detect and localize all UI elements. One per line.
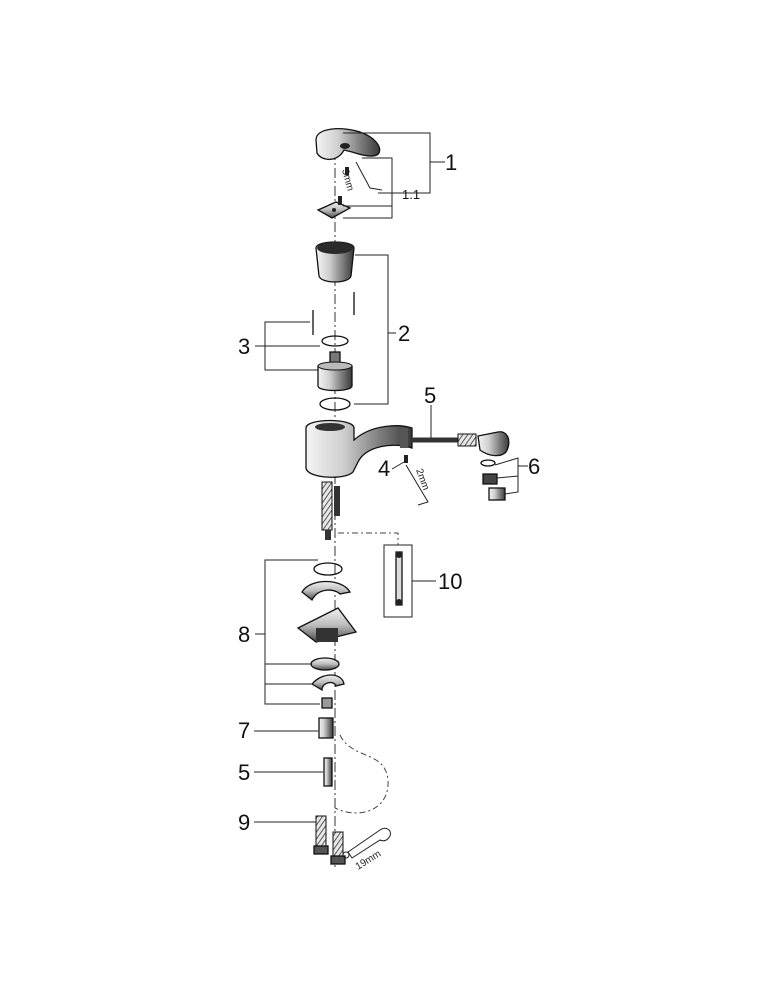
label-4: 4: [378, 456, 390, 481]
label-8: 8: [238, 622, 250, 647]
supply-hose-fitting: [321, 481, 340, 540]
tool-size-2mm: 2mm: [413, 467, 431, 492]
cartridge-cover: [315, 241, 355, 283]
label-6: 6: [528, 454, 540, 479]
label-1-1: 1.1: [402, 187, 420, 202]
o-ring-lower: [319, 397, 351, 411]
o-ring-upper: [321, 335, 349, 347]
stud-right: [330, 831, 346, 865]
leader-3: [255, 321, 320, 371]
wrench-19mm: [342, 827, 391, 859]
handle-screw: [345, 167, 349, 175]
hose-loop-path: [334, 734, 389, 814]
spout-hose: [410, 433, 477, 447]
handle-lever: [315, 128, 381, 161]
cartridge: [317, 351, 353, 392]
handle-adapter: [316, 196, 352, 219]
mounting-o-ring: [313, 562, 343, 576]
horseshoe-washer: [311, 674, 345, 692]
half-moon-washer: [301, 580, 352, 602]
faucet-body: [305, 419, 413, 478]
hose-sleeve: [323, 757, 333, 787]
spacer: [321, 697, 333, 709]
mounting-nut: [318, 717, 334, 739]
label-1: 1: [445, 150, 457, 175]
hex-key-2mm: [404, 455, 429, 506]
spray-head: [477, 431, 510, 457]
label-7: 7: [238, 718, 250, 743]
tool-size-3mm: 3mm: [339, 168, 355, 192]
leader-6: [494, 457, 528, 495]
leader-1-1: [343, 157, 393, 219]
pins: [312, 292, 355, 335]
leader-4: [391, 461, 405, 470]
leader-2: [354, 254, 396, 405]
triangle-support-plate: [296, 607, 358, 643]
stud-left: [313, 815, 329, 855]
label-3: 3: [238, 334, 250, 359]
leader-8: [255, 559, 320, 705]
label-2: 2: [398, 321, 410, 346]
label-5-bottom: 5: [238, 760, 250, 785]
leader-1: [343, 132, 445, 194]
clip-box: [383, 544, 413, 618]
leader-10-dash: [338, 532, 399, 545]
tool-size-19mm: 19mm: [354, 848, 383, 872]
label-9: 9: [238, 810, 250, 835]
aerator-washer: [480, 459, 496, 467]
label-10: 10: [438, 569, 462, 594]
hex-key-3mm: [355, 161, 383, 191]
label-5-top: 5: [424, 383, 436, 408]
aerator-insert: [482, 473, 498, 485]
aerator-ring: [488, 487, 506, 501]
seal-ring: [310, 657, 340, 671]
